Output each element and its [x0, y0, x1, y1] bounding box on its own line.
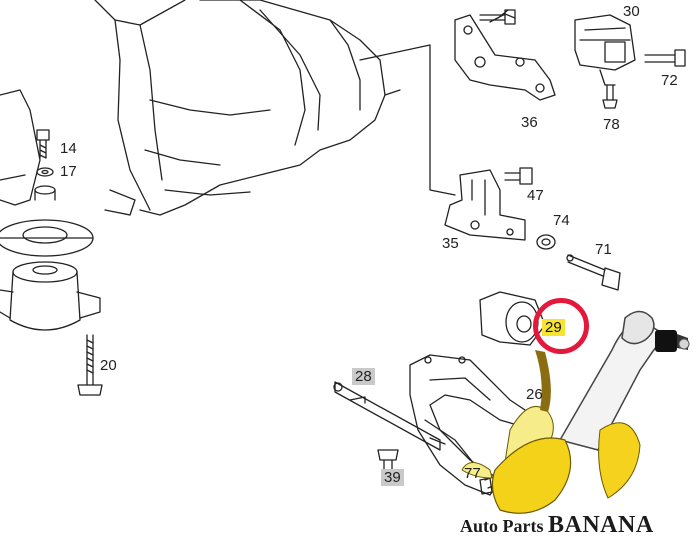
- strut-28-icon: [333, 381, 446, 451]
- part-label-47[interactable]: 47: [527, 187, 544, 204]
- brand-name: BANANA: [548, 512, 654, 538]
- brand-watermark: Auto Parts BANANA: [460, 512, 654, 539]
- transmission-housing: [0, 0, 456, 216]
- part-label-36[interactable]: 36: [521, 114, 538, 131]
- part-label-17[interactable]: 17: [60, 163, 77, 180]
- bracket-35-icon: [444, 169, 526, 241]
- part-label-20[interactable]: 20: [100, 357, 117, 374]
- bolt-39-icon: [377, 449, 399, 471]
- part-label-71[interactable]: 71: [595, 241, 612, 258]
- nut-74-icon: [536, 234, 556, 250]
- spring-plate-icon: [0, 185, 94, 257]
- part-label-30[interactable]: 30: [623, 3, 640, 20]
- part-label-26[interactable]: 26: [526, 386, 543, 403]
- brand-prefix: Auto Parts: [460, 516, 548, 536]
- bolt-72-icon: [644, 49, 686, 67]
- part-label-78[interactable]: 78: [603, 116, 620, 133]
- part-label-28[interactable]: 28: [352, 368, 375, 385]
- part-label-74[interactable]: 74: [553, 212, 570, 229]
- washer-17-icon: [36, 167, 54, 177]
- part-label-39[interactable]: 39: [381, 469, 404, 486]
- part-label-35[interactable]: 35: [442, 235, 459, 252]
- part-label-77[interactable]: 77: [464, 465, 481, 482]
- bolt-47-icon: [504, 167, 533, 185]
- engine-mount-icon: [0, 261, 101, 331]
- mount-30-icon: [574, 14, 636, 86]
- highlight-circle[interactable]: [533, 298, 589, 354]
- bolt-78-icon: [602, 84, 618, 109]
- bolt-14-icon: [36, 129, 50, 159]
- part-label-14[interactable]: 14: [60, 140, 77, 157]
- stud-20-icon: [77, 334, 103, 396]
- bracket-36-icon: [454, 9, 556, 101]
- banana-logo-icon: [461, 310, 690, 514]
- part-label-72[interactable]: 72: [661, 72, 678, 89]
- bolt-71-icon: [566, 254, 621, 291]
- crossmember-26-icon: [409, 354, 541, 496]
